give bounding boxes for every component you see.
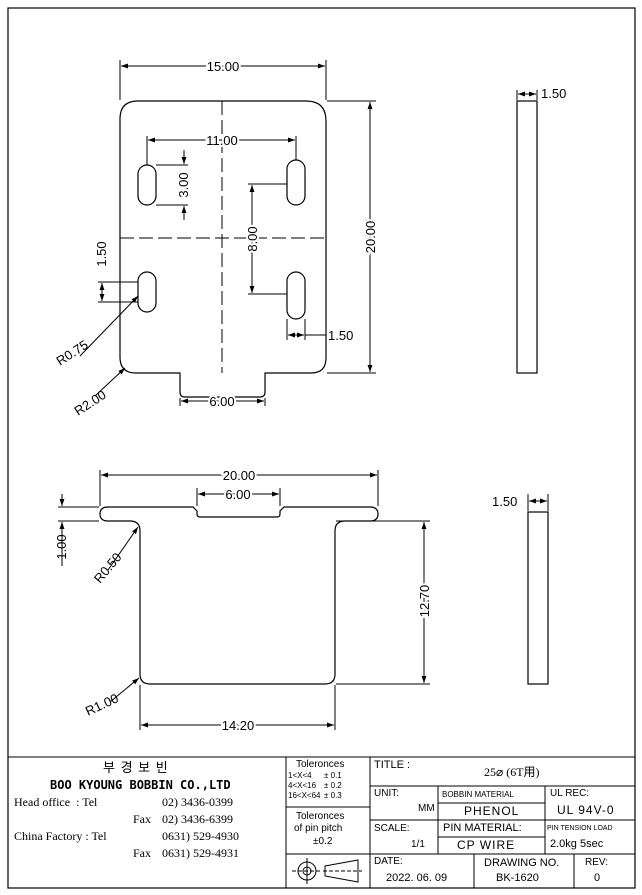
head-office-label: Head office : Tel [14,795,98,809]
dim-bottom-body-width: 14.20 [222,718,255,733]
title-label: TITLE : [374,759,411,771]
drawing-no-value: BK-1620 [496,872,539,884]
dim-bottom-width: 20.00 [223,468,256,483]
dim-height: 20.00 [363,221,378,254]
china-factory-label: China Factory : Tel [14,829,107,843]
front-dimensions [58,470,430,730]
sheet-border [7,7,636,889]
unit-value: MM [418,803,435,814]
scale-label: SCALE: [374,823,410,834]
pin-tension-value: 2.0kg 5sec [550,838,604,850]
bobbin-material-value: PHENOL [464,804,520,818]
side-strip-top [516,100,538,374]
top-plate-outline [119,100,327,398]
dim-slot-length: 3.00 [176,172,191,197]
slot-bottom-left [137,271,157,313]
dim-radius-corner: R2.00 [71,387,108,418]
company-name: BOO KYOUNG BOBBIN CO.,LTD [50,778,231,792]
rev-value: 0 [594,872,601,884]
scale-value: 1/1 [411,839,425,850]
date-value: 2022. 06. 09 [386,872,448,884]
title-block: 부 경 보 빈 BOO KYOUNG BOBBIN CO.,LTD Head o… [8,757,635,888]
dim-radius-slot: R0.75 [53,337,90,368]
front-outline [99,506,379,685]
rev-label: REV: [585,857,608,868]
head-office-tel: 02) 3436-0399 [162,795,233,809]
pin-tol-sub: of pin pitch [294,823,343,834]
tol-row2-range: 4<X<16 [288,781,317,790]
pin-tol-value: ±0.2 [313,836,333,847]
dim-top-width: 15.00 [207,59,240,74]
front-view [99,506,379,685]
dim-slot-offset: 8.00 [245,226,260,251]
ul-rec-label: UL REC: [550,788,590,799]
slot-top-left [137,164,157,206]
tol-row3-value: ± 0.3 [324,791,342,800]
date-label: DATE: [374,856,403,867]
china-factory-tel: 0631) 529-4930 [162,829,239,843]
dim-bottom-tab: 6.00 [225,487,250,502]
dim-radius-flange: R0.50 [91,550,125,586]
tol-row1-range: 1<X<4 [288,771,312,780]
projection-symbol-icon [292,858,362,884]
pin-tension-label: PIN TENSION LOAD [547,825,613,832]
unit-label: UNIT: [374,788,399,799]
slot-top-right [286,159,306,206]
title-value: 25⌀ (6T用) [484,765,540,779]
dim-side-thickness: 1.50 [541,86,566,101]
dim-flange-thickness: 1.00 [54,534,69,559]
tol-row3-range: 16<X<64 [288,791,321,800]
china-factory-fax: 0631) 529-4931 [162,846,239,860]
company-korean-name: 부 경 보 빈 [103,760,169,775]
dim-tab-width: 6.00 [209,394,234,409]
head-office-fax-label: Fax [133,812,151,826]
dim-slot-spacing: 11.00 [206,133,238,148]
bobbin-material-label: BOBBIN MATERIAL [442,790,514,799]
china-factory-fax-label: Fax [133,846,151,860]
dim-slot-width-left: 1.50 [94,241,109,266]
side-view-top [516,90,538,374]
slot-bottom-right [286,271,306,320]
pin-material-value: CP WIRE [457,838,516,852]
side-strip-bottom [527,511,549,685]
tol-row2-value: ± 0.2 [324,781,342,790]
drawing-no-label: DRAWING NO. [484,857,560,869]
dimension-labels: 15.00 11.00 3.00 8.00 1.50 1.50 20.00 6.… [53,57,566,735]
tolerances-heading: Toleronces [296,759,345,770]
dim-side2-thickness: 1.50 [492,494,517,509]
title-block-grid [8,756,635,888]
ul-rec-value: UL 94V-0 [557,803,615,817]
tol-row1-value: ± 0.1 [324,771,342,780]
dim-bottom-height: 12.70 [417,585,432,618]
side-view-bottom [527,494,549,685]
head-office-fax: 02) 3436-6399 [162,812,233,826]
top-dimensions [79,60,376,406]
pin-material-label: PIN MATERIAL: [443,822,522,834]
pin-tol-heading: Toleronces [296,811,345,822]
dim-slot-width-right: 1.50 [328,328,353,343]
dim-radius-bottom: R1.00 [83,690,121,718]
